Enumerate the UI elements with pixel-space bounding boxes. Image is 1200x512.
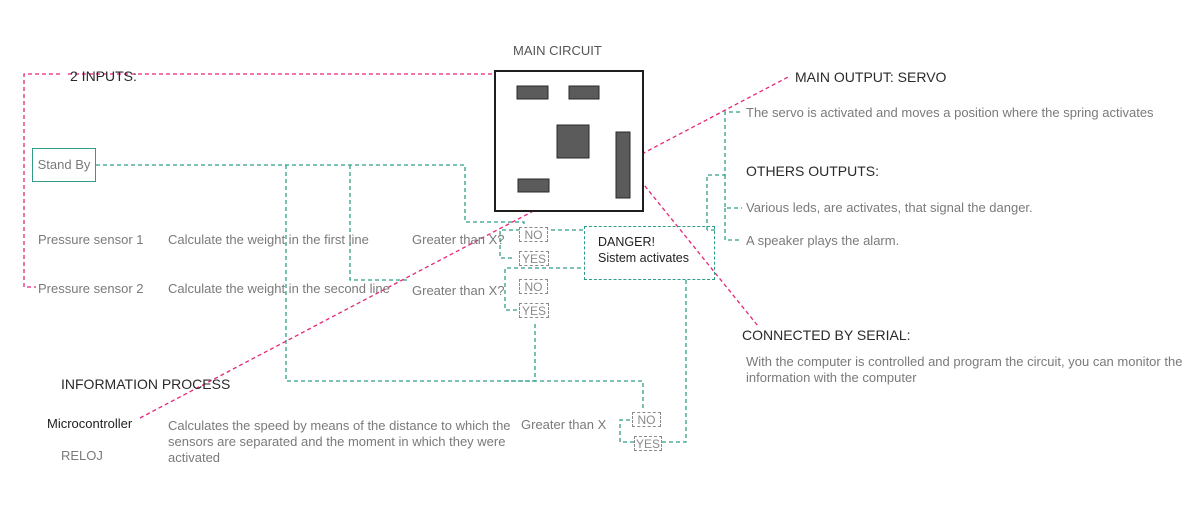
yes2-to-danger [504, 267, 584, 311]
chip-bottom-left [517, 178, 550, 193]
others-outputs-heading: OTHERS OUTPUTS: [746, 163, 880, 179]
outputs-bracket-main [706, 111, 742, 230]
decision-yes-1: YES [519, 251, 549, 266]
microcontroller-label: Microcontroller [47, 416, 133, 431]
greater2-label: Greater than X? [412, 283, 505, 298]
decision-no-2: NO [519, 279, 548, 294]
circuit-to-serial [635, 174, 759, 327]
danger-line1: DANGER! [598, 235, 655, 249]
yes3-to-danger [662, 280, 687, 443]
chip-center [556, 124, 590, 159]
circuit-title: MAIN CIRCUIT [513, 43, 602, 58]
reloj-label: RELOJ [61, 448, 103, 463]
greater1-label: Greater than X? [412, 232, 505, 247]
chip-top-left [516, 85, 549, 100]
decision-yes-3: YES [634, 436, 662, 451]
serial-description: With the computer is controlled and prog… [746, 354, 1183, 385]
outputs-bracket-speaker [724, 208, 742, 241]
danger-line2: Sistem activates [598, 251, 690, 265]
decision-no-3: NO [632, 412, 661, 427]
process-heading: INFORMATION PROCESS [61, 376, 231, 392]
leds-description: Various leds, are activates, that signal… [746, 200, 1033, 215]
main-circuit-board [494, 70, 644, 212]
calc2-label: Calculate the weight in the second line [168, 281, 390, 296]
decision-no-1: NO [519, 227, 548, 242]
process-description: Calculates the speed by means of the dis… [168, 418, 511, 465]
outputs-bracket-leds [724, 175, 742, 209]
inputs-heading: 2 INPUTS: [70, 68, 137, 84]
sensor1-label: Pressure sensor 1 [38, 232, 144, 247]
decision3-connector [619, 419, 634, 443]
decision-yes-2: YES [519, 303, 549, 318]
serial-heading: CONNECTED BY SERIAL: [742, 327, 911, 343]
danger-text: DANGER! Sistem activates [598, 234, 689, 266]
microcontroller-to-servo [139, 75, 791, 419]
danger-box [584, 226, 715, 280]
greater3-label: Greater than X [521, 417, 607, 432]
standby-connector [96, 164, 525, 233]
chip-vertical [615, 131, 631, 199]
standby-branch-sensor2 [349, 165, 410, 281]
sensor2-label: Pressure sensor 2 [38, 281, 144, 296]
main-output-heading: MAIN OUTPUT: SERVO [795, 69, 947, 85]
standby-branch-process [285, 165, 536, 382]
speaker-description: A speaker plays the alarm. [746, 233, 900, 248]
servo-description: The servo is activated and moves a posit… [746, 105, 1154, 120]
calc1-label: Calculate the weight in the first line [168, 232, 369, 247]
process-to-decision3 [505, 380, 644, 410]
inputs-bracket [23, 73, 60, 288]
chip-top-right [568, 85, 600, 100]
standby-box: Stand By [32, 148, 96, 182]
